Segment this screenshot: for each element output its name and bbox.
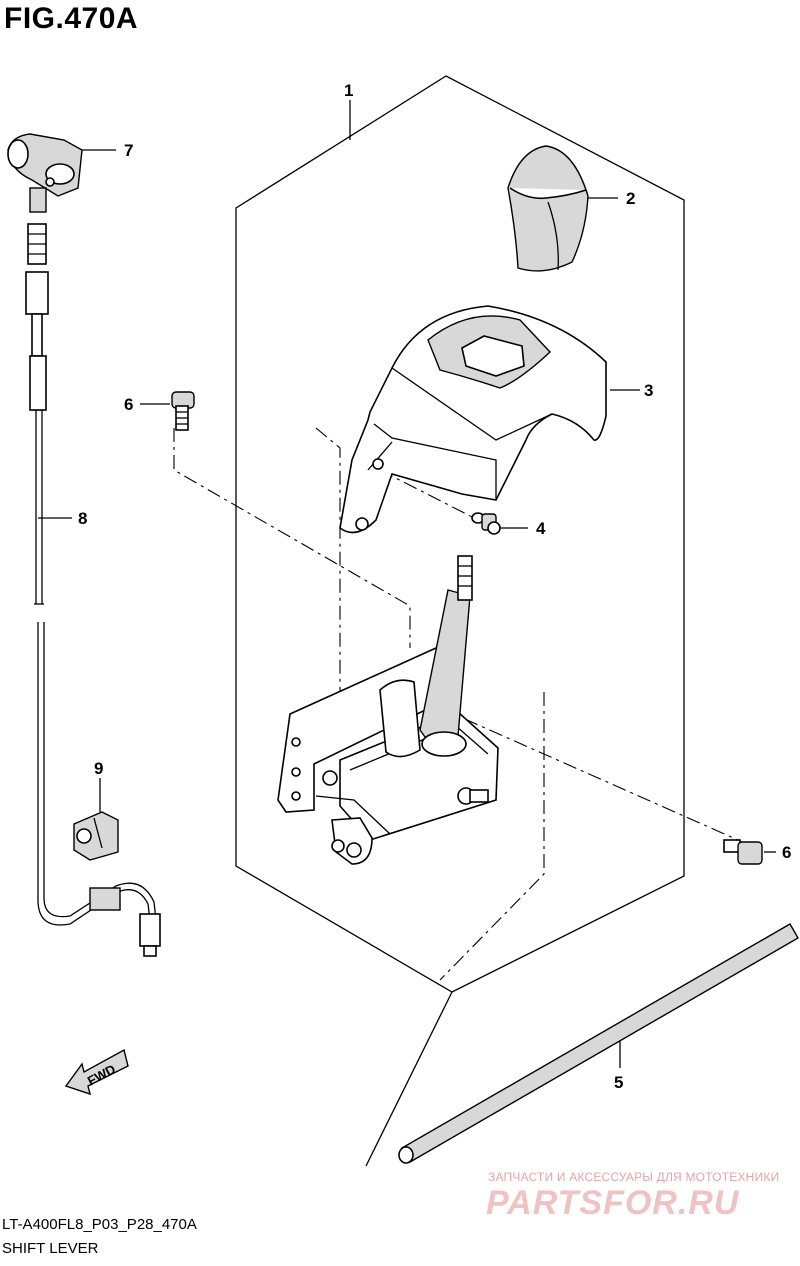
watermark-logo: PARTSFOR.RU: [486, 1184, 740, 1222]
small-bolt: [471, 512, 501, 535]
tube: [398, 923, 799, 1164]
figure-title: FIG.470A: [4, 2, 139, 35]
callout-6-right: 6: [782, 843, 791, 862]
callout-numbers: 1 2 3 4 5 6 6 7 8 9: [78, 81, 791, 1092]
assembly-guides: [173, 427, 739, 981]
tube-leader-line: [365, 991, 453, 1167]
figure-code: LT-A400FL8_P03_P28_470A: [2, 1216, 197, 1233]
callout-3: 3: [644, 381, 653, 400]
fwd-arrow-icon: FWD: [64, 1048, 129, 1096]
figure-name: SHIFT LEVER: [2, 1240, 99, 1257]
shift-lever-assembly: [277, 555, 499, 865]
callout-4: 4: [536, 519, 546, 538]
shift-cable: [25, 223, 161, 957]
callout-5: 5: [614, 1073, 623, 1092]
assembly-outline: [235, 75, 685, 993]
callout-1: 1: [344, 81, 353, 100]
callout-9: 9: [94, 759, 103, 778]
cable-end-fitting: [7, 133, 83, 213]
bolt-upper: [171, 391, 195, 431]
shift-knob: [507, 145, 589, 272]
callout-6-upper: 6: [124, 395, 133, 414]
shift-lever-cover: [339, 305, 607, 534]
callout-8: 8: [78, 509, 87, 528]
fwd-label: FWD: [85, 1061, 118, 1088]
bolt-right: [723, 839, 763, 865]
leader-lines: [38, 100, 776, 1068]
callout-7: 7: [124, 141, 133, 160]
cable-clamp: [73, 811, 119, 861]
watermark-caption: ЗАПЧАСТИ И АКСЕССУАРЫ ДЛЯ МОТОТЕХНИКИ: [488, 1170, 780, 1184]
callout-2: 2: [626, 189, 635, 208]
